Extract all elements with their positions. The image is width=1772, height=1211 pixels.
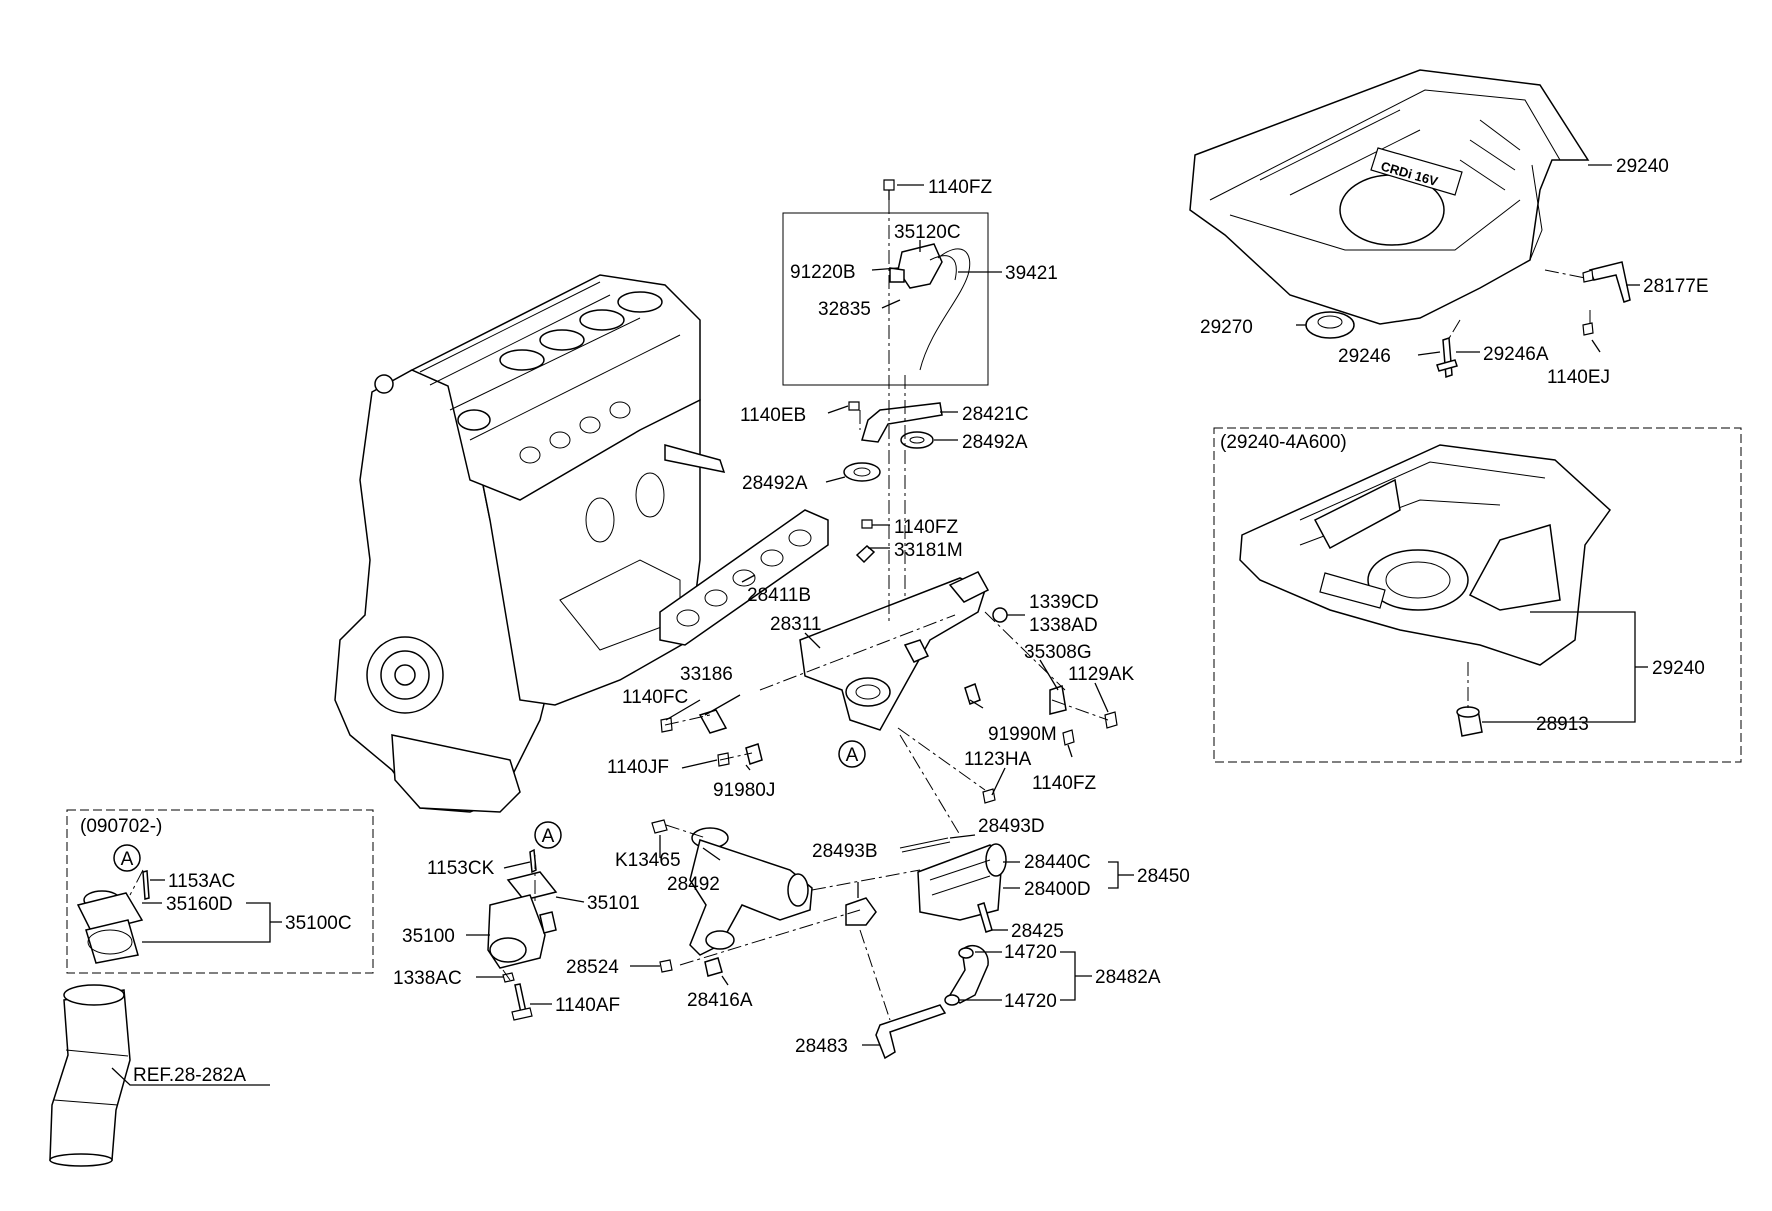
- engine-block: [334, 274, 726, 813]
- label-28411b: 28411B: [747, 585, 811, 606]
- box-29240-4a600: [1213, 427, 1742, 763]
- egr-upper-parts: [782, 179, 989, 564]
- label-28177e: 28177E: [1643, 276, 1709, 297]
- label-28482a: 28482A: [1095, 967, 1161, 988]
- reference-markers: A A A: [113, 740, 866, 872]
- label-29240-top: 29240: [1616, 156, 1669, 177]
- label-28483: 28483: [795, 1036, 848, 1057]
- label-28311: 28311: [770, 614, 821, 635]
- label-29240-box: 29240: [1652, 658, 1705, 679]
- leader-lines: [111, 164, 1648, 1086]
- label-28416a: 28416A: [687, 990, 753, 1011]
- label-28421c: 28421C: [962, 404, 1029, 425]
- label-39421: 39421: [1005, 263, 1058, 284]
- label-14720-a: 14720: [1004, 942, 1057, 963]
- label-28524: 28524: [566, 957, 619, 978]
- engine-cover-top: CRDi 16V: [1189, 69, 1631, 379]
- marker-a-1: [838, 740, 866, 768]
- label-1129ak: 1129AK: [1068, 664, 1135, 685]
- label-91980j: 91980J: [713, 780, 775, 801]
- label-28400d: 28400D: [1024, 879, 1091, 900]
- marker-a-1-text: A: [846, 745, 859, 766]
- marker-a-2: [534, 821, 562, 849]
- label-29270: 29270: [1200, 317, 1253, 338]
- label-28440c: 28440C: [1024, 852, 1091, 873]
- intake-hose-ref: [49, 984, 131, 1167]
- label-33181m: 33181M: [894, 540, 963, 561]
- label-28492a-right: 28492A: [962, 432, 1028, 453]
- intake-gasket-28411b: [659, 509, 829, 646]
- label-1140fc: 1140FC: [622, 687, 688, 708]
- label-1338ad: 1338AD: [1029, 615, 1098, 636]
- egr-cooler-parts: [651, 819, 1007, 1060]
- label-ref-28-282a: REF.28-282A: [133, 1065, 246, 1086]
- label-1140fz-top: 1140FZ: [928, 177, 992, 198]
- label-14720-b: 14720: [1004, 991, 1057, 1012]
- label-35120c: 35120C: [894, 222, 961, 243]
- label-28450: 28450: [1137, 866, 1190, 887]
- label-91990m: 91990M: [988, 724, 1057, 745]
- marker-a-3: [113, 844, 141, 872]
- label-1140fz-mid: 1140FZ: [894, 517, 958, 538]
- label-28492: 28492: [667, 874, 720, 895]
- throttle-body-parts: [487, 848, 558, 1021]
- label-29246a: 29246A: [1483, 344, 1549, 365]
- label-29246: 29246: [1338, 346, 1391, 367]
- label-33186: 33186: [680, 664, 733, 685]
- label-box-29240-4a600: (29240-4A600): [1220, 432, 1347, 453]
- label-1153ac: 1153AC: [168, 871, 235, 892]
- part-labels: 1140FZ 35120C 91220B 39421 32835 1140EB …: [80, 156, 1709, 1086]
- label-35100c: 35100C: [285, 913, 352, 934]
- label-1140fz-low: 1140FZ: [1032, 773, 1096, 794]
- label-28425: 28425: [1011, 921, 1064, 942]
- label-1153ck: 1153CK: [427, 858, 495, 879]
- box-090702: [66, 809, 374, 974]
- marker-a-2-text: A: [542, 826, 555, 847]
- label-1140eb: 1140EB: [740, 405, 806, 426]
- label-35100: 35100: [402, 926, 455, 947]
- phantom-lines: [129, 200, 1591, 1021]
- label-1339cd: 1339CD: [1029, 592, 1099, 613]
- label-35101: 35101: [587, 893, 640, 914]
- label-1123ha: 1123HA: [964, 749, 1032, 770]
- label-28913: 28913: [1536, 714, 1589, 735]
- label-28493b: 28493B: [812, 841, 878, 862]
- label-k13465: K13465: [615, 850, 681, 871]
- label-28493d: 28493D: [978, 816, 1045, 837]
- exhaust-manifold-28311: [660, 571, 1118, 804]
- label-32835: 32835: [818, 299, 871, 320]
- label-1140af: 1140AF: [555, 995, 620, 1016]
- label-1140jf: 1140JF: [607, 757, 669, 778]
- label-1140ej: 1140EJ: [1547, 367, 1610, 388]
- marker-a-3-text: A: [121, 849, 134, 870]
- label-1338ac: 1338AC: [393, 968, 462, 989]
- label-box-090702: (090702-): [80, 816, 162, 837]
- label-35160d: 35160D: [166, 894, 233, 915]
- label-35308g: 35308G: [1024, 642, 1092, 663]
- label-91220b: 91220B: [790, 262, 856, 283]
- label-28492a-left: 28492A: [742, 473, 808, 494]
